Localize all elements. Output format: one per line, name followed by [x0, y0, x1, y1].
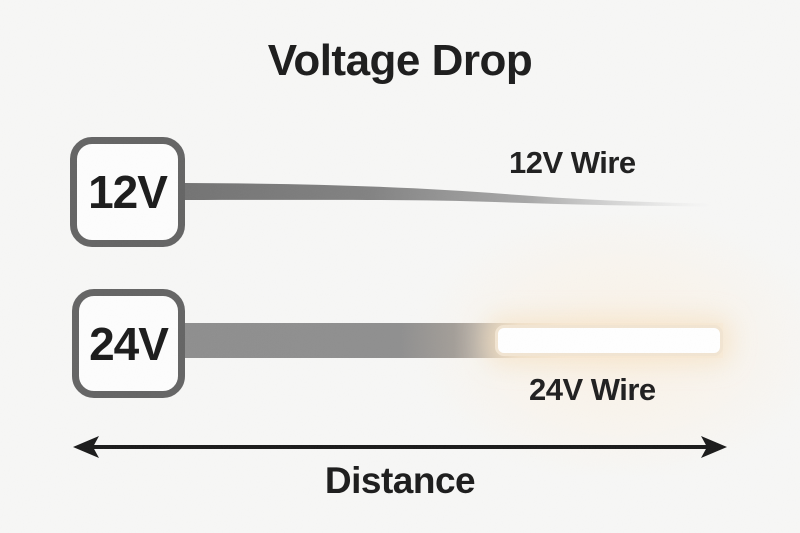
- wire-24v-bright-segment: [495, 325, 723, 356]
- wire-label-12v: 12V Wire: [509, 145, 636, 180]
- wire-24v: [185, 323, 723, 358]
- distance-label: Distance: [324, 460, 476, 501]
- wire-12v: [185, 183, 712, 207]
- source-label-12v: 12V: [88, 166, 168, 218]
- diagram-title: Voltage Drop: [267, 36, 533, 85]
- source-label-24v: 24V: [89, 317, 169, 370]
- wire-12v-ribbon: [185, 183, 712, 207]
- source-box-24v: 24V: [72, 289, 185, 398]
- source-box-12v: 12V: [70, 137, 185, 247]
- wire-label-24v: 24V Wire: [529, 372, 656, 407]
